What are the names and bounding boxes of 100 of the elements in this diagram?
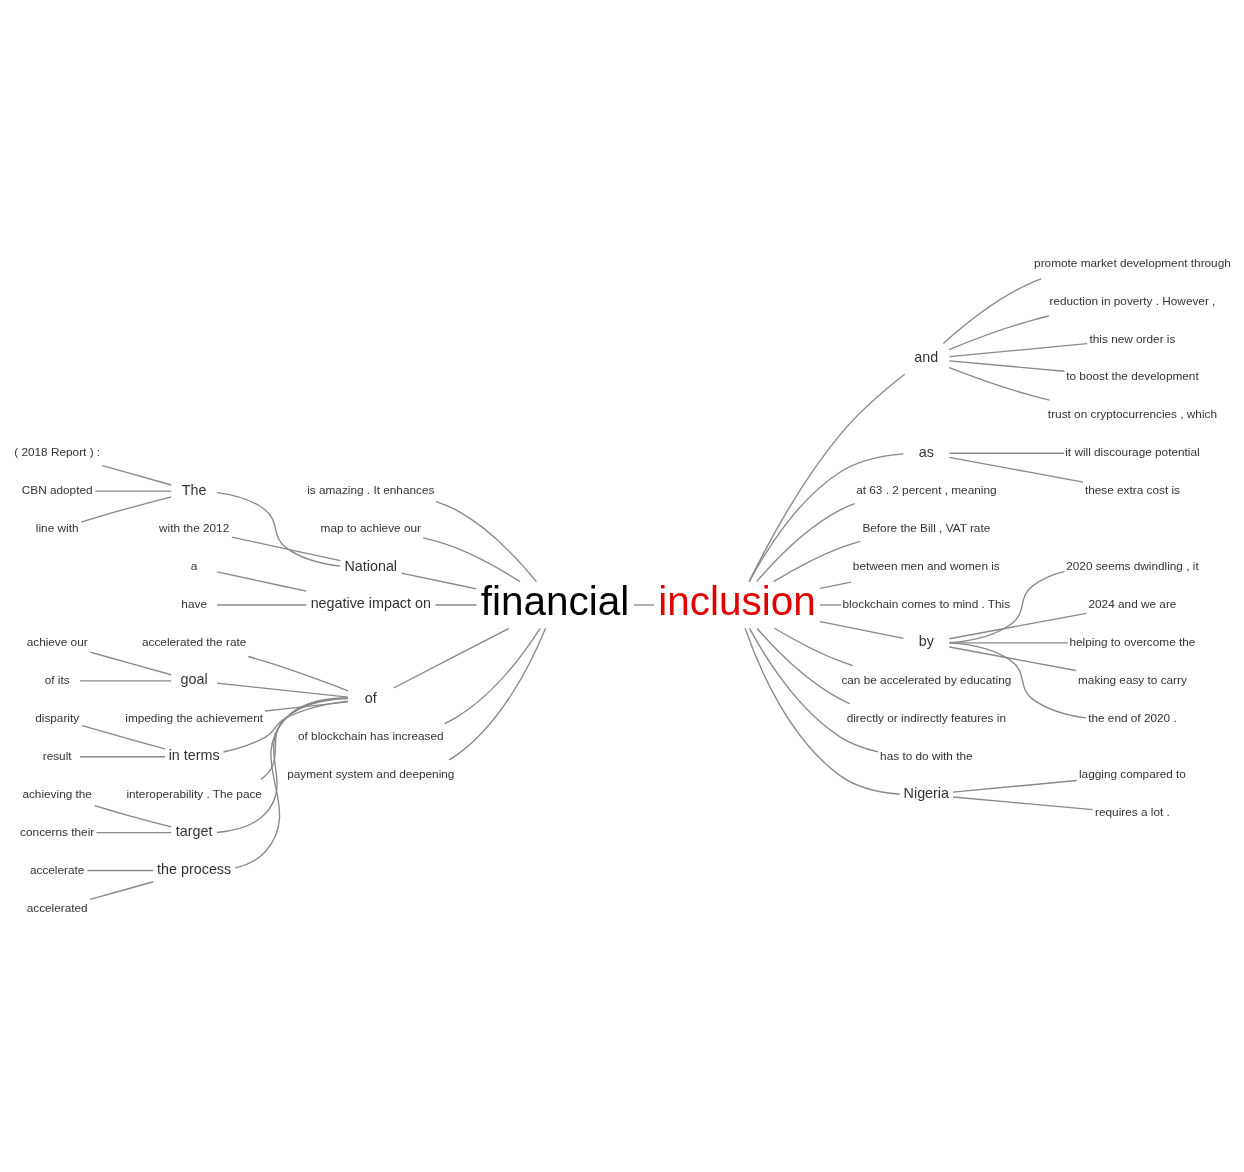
connector <box>948 456 1084 483</box>
node-text: to boost the development <box>1066 369 1199 384</box>
node-text: can be accelerated by educating <box>841 672 1012 687</box>
node-text: target <box>175 823 213 840</box>
connector <box>216 697 349 834</box>
connector <box>392 627 510 689</box>
connector <box>744 627 901 795</box>
connector <box>819 620 905 640</box>
node-text: impeding the achievement <box>125 710 264 725</box>
connector <box>89 881 154 901</box>
connector <box>264 701 349 712</box>
node-text: concerns their <box>20 824 95 839</box>
connector <box>222 700 349 753</box>
node-text: inclusion <box>658 578 816 624</box>
node-text: with the 2012 <box>159 521 230 536</box>
node-text: it will discourage potential <box>1065 445 1200 460</box>
connector <box>234 697 349 869</box>
node-text: have <box>181 597 207 612</box>
connector <box>948 366 1051 401</box>
connector <box>952 779 1078 793</box>
connector <box>942 278 1042 345</box>
node-text: lagging compared to <box>1078 767 1186 782</box>
node-text: goal <box>180 671 208 688</box>
node-text: at 63 . 2 percent , meaning <box>856 483 997 498</box>
node-text: and <box>914 349 939 366</box>
connector <box>79 756 166 758</box>
connector <box>231 536 342 562</box>
connector <box>948 612 1087 640</box>
node-text: has to do with the <box>880 748 973 763</box>
connector <box>79 680 172 682</box>
node-text: a <box>190 559 198 574</box>
connector <box>216 571 307 592</box>
connector <box>948 642 1087 719</box>
connector <box>89 651 172 676</box>
connector <box>756 627 851 705</box>
connector <box>94 490 172 492</box>
node-text: between men and women is <box>852 559 1000 574</box>
connector <box>748 453 905 583</box>
node-text: disparity <box>35 710 80 725</box>
node-text: map to achieve our <box>320 521 421 536</box>
connector <box>216 604 307 606</box>
connector <box>81 725 166 750</box>
connector <box>948 342 1088 358</box>
node-text: of blockchain has increased <box>297 729 444 744</box>
node-text: CBN adopted <box>21 483 93 498</box>
node-text: achieving the <box>22 786 92 801</box>
node-text: reduction in poverty . However , <box>1049 293 1216 308</box>
connector <box>443 627 541 725</box>
connector <box>400 572 478 590</box>
node-text: requires a lot . <box>1095 805 1170 820</box>
node-text: accelerated the rate <box>142 635 247 650</box>
node-text: this new order is <box>1089 331 1176 346</box>
connector <box>435 500 538 583</box>
connector <box>86 869 154 872</box>
node-text: negative impact on <box>310 595 431 612</box>
connector <box>948 646 1077 672</box>
connector <box>948 360 1066 372</box>
connector <box>422 537 521 583</box>
node-text: accelerate <box>29 862 85 877</box>
connector <box>773 627 854 667</box>
connector <box>952 796 1094 811</box>
node-text: interoperability . The pace <box>126 786 262 801</box>
node-text: financial <box>480 578 630 624</box>
node-text: blockchain comes to mind . This <box>842 597 1011 612</box>
node-text: promote market development through <box>1034 255 1231 270</box>
node-text: is amazing . It enhances <box>307 483 435 498</box>
node-text: by <box>918 633 934 650</box>
node-text: of its <box>44 672 70 687</box>
node-text: in terms <box>168 747 220 764</box>
node-text: National <box>344 557 398 574</box>
node-text: accelerated <box>26 900 88 915</box>
connector <box>819 581 852 590</box>
node-text: trust on cryptocurrencies , which <box>1047 407 1218 422</box>
node-text: these extra cost is <box>1084 483 1180 498</box>
node-text: achieve our <box>26 635 88 650</box>
node-text: helping to overcome the <box>1069 635 1196 650</box>
connector <box>80 496 172 523</box>
connector <box>216 682 349 698</box>
connector <box>819 604 842 606</box>
connector <box>434 604 478 606</box>
node-text: making easy to carry <box>1078 672 1187 687</box>
node-text: 2020 seems dwindling , it <box>1066 559 1199 574</box>
node-text: the end of 2020 . <box>1088 710 1177 725</box>
connector <box>948 315 1050 351</box>
connector <box>101 464 172 486</box>
connector <box>260 698 349 781</box>
node-text: the process <box>157 860 232 877</box>
node-text: Nigeria <box>903 785 950 802</box>
node-text: as <box>918 443 934 460</box>
connector <box>247 655 349 692</box>
connector <box>632 604 656 606</box>
node-text: payment system and deepening <box>287 767 455 782</box>
node-text: ( 2018 Report ) : <box>14 445 101 460</box>
connector <box>772 540 862 583</box>
node-text: The <box>181 481 207 498</box>
connector <box>93 805 172 828</box>
connector <box>755 502 856 583</box>
node-text: Before the Bill , VAT rate <box>862 521 991 536</box>
node-text: 2024 and we are <box>1088 597 1177 612</box>
node-text: of <box>364 689 377 706</box>
